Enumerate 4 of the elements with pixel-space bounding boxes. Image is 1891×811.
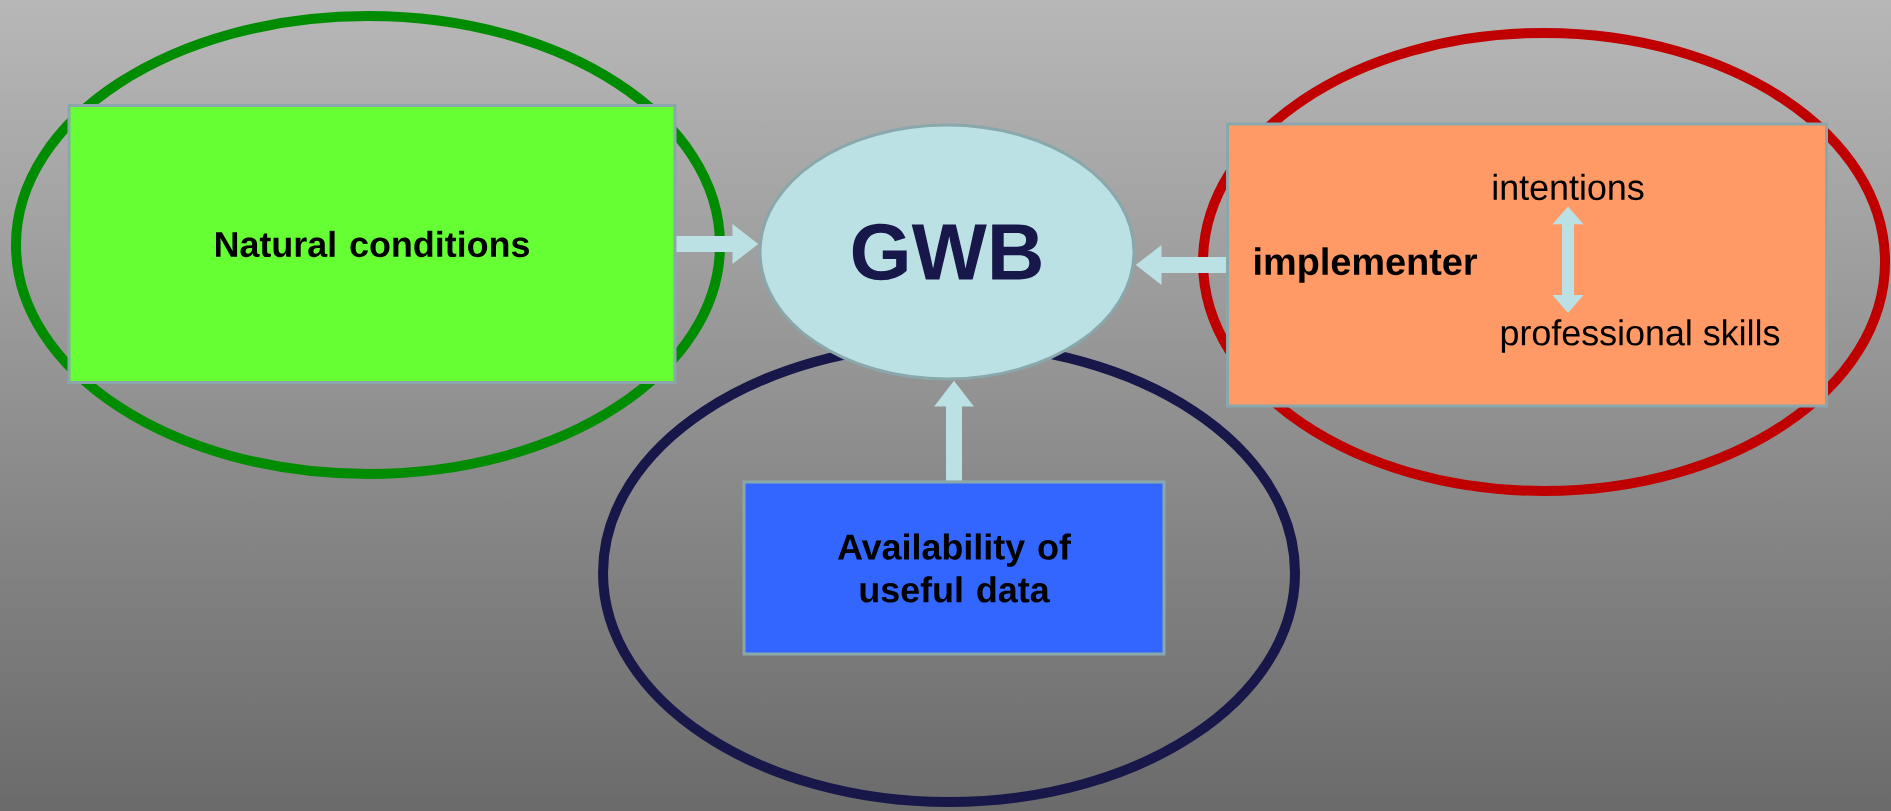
condition-box: Natural conditions [67,104,677,384]
label-text: professional skills [1501,319,1780,353]
data-box: Availability of useful data [742,480,1166,656]
label-text: intentions [1493,173,1644,201]
